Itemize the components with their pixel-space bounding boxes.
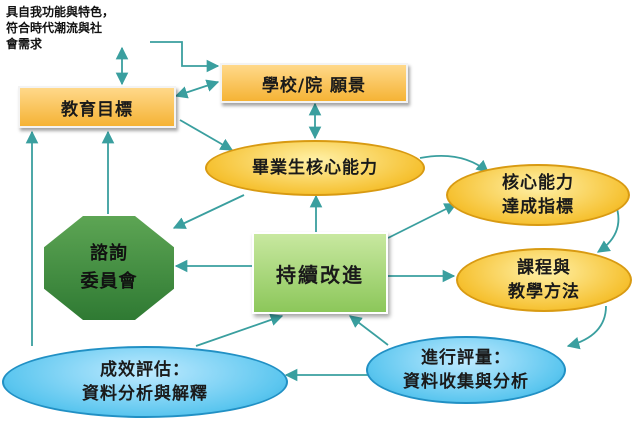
curriculum-line-2: 教學方法: [508, 282, 580, 302]
continuous-improvement-label: 持續改進: [276, 262, 364, 287]
advisory-committee-line-1: 諮詢: [90, 243, 128, 264]
mission-note-line-3: 會需求: [6, 37, 43, 51]
arrow-goals-competence: [179, 119, 234, 151]
education-goals-label: 教育目標: [61, 99, 133, 120]
core-indicators-line-1: 核心能力: [502, 173, 574, 193]
advisory-committee-octagon: 諮詢 委員會: [44, 216, 174, 320]
school-vision-box: 學校/院 願景: [220, 63, 408, 103]
arrow-vision-goals: [174, 79, 220, 99]
core-indicators-ellipse: 核心能力 達成指標: [446, 164, 630, 226]
core-competence-label: 畢業生核心能力: [252, 158, 378, 178]
mission-note-line-1: 具自我功能與特色，: [6, 5, 115, 19]
arrow-improvement-indicators: [387, 203, 458, 239]
effectiveness-line-1: 成效評估：: [100, 360, 190, 380]
curriculum-ellipse: 課程與 教學方法: [456, 248, 632, 312]
school-vision-label: 學校/院 願景: [261, 75, 367, 96]
arrow-curriculum-evaluation: [566, 305, 607, 350]
evaluation-line-1: 進行評量：: [421, 348, 511, 368]
mission-note-line-2: 符合時代潮流與社: [6, 21, 103, 35]
effectiveness-ellipse: 成效評估： 資料分析與解釋: [2, 346, 288, 418]
arrow-effectiveness-improvement: [195, 313, 284, 347]
advisory-committee-line-2: 委員會: [80, 271, 138, 292]
arrow-evaluation-improvement: [348, 315, 389, 346]
core-indicators-line-2: 達成指標: [502, 197, 574, 217]
arrow-note-vision: [150, 41, 220, 73]
evaluation-line-2: 資料收集與分析: [403, 372, 529, 392]
core-competence-ellipse: 畢業生核心能力: [205, 140, 425, 196]
curriculum-line-1: 課程與: [517, 258, 571, 278]
arrow-competence-indicators: [419, 155, 489, 173]
evaluation-ellipse: 進行評量： 資料收集與分析: [366, 336, 566, 404]
education-goals-box: 教育目標: [18, 86, 176, 128]
arrow-competence-advisory: [172, 194, 245, 229]
continuous-improvement-box: 持續改進: [252, 232, 388, 314]
effectiveness-line-2: 資料分析與解釋: [82, 384, 208, 404]
mission-note: 具自我功能與特色， 符合時代潮流與社 會需求: [6, 4, 156, 52]
